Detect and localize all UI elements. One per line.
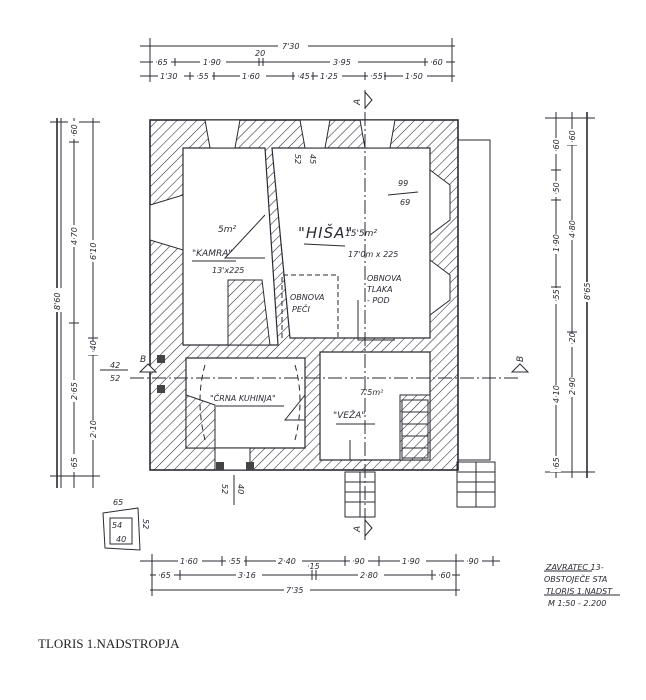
section-a-label-top: A xyxy=(353,99,363,106)
stamp-line: ZAVRATEC 13- xyxy=(545,563,604,572)
stamp-line: OBSTOJEČE STA xyxy=(544,573,607,584)
dim-label: 3·95 xyxy=(333,58,351,67)
note-b-40: 40 xyxy=(236,484,245,494)
dim-label: 1·90 xyxy=(402,557,420,566)
hisa-area: 15'5m² xyxy=(345,229,377,239)
dim-label: ·60 xyxy=(70,124,79,137)
detail-width: 65 xyxy=(113,498,123,507)
dim-label: 6'10 xyxy=(89,243,98,260)
obnova-tlaka-1: OBNOVA xyxy=(367,274,401,283)
veza-name: "VEŽA" xyxy=(333,409,365,421)
dim-label: ·55 xyxy=(552,289,561,302)
drawing-caption: TLORIS 1.NADSTROPJA xyxy=(38,636,180,651)
dim-label: 3·16 xyxy=(238,571,256,580)
dim-label: 2·40 xyxy=(278,557,296,566)
stamp-line: TLORIS 1.NADST xyxy=(546,587,613,596)
dim-label: ·55 xyxy=(196,72,209,81)
kamra-name: "KAMRA" xyxy=(192,249,233,259)
note-69: 69 xyxy=(400,198,410,207)
dim-label: ·20 xyxy=(568,332,577,345)
hisa-size: 17'0m x 225 xyxy=(348,250,398,259)
dim-label: ·60 xyxy=(568,130,577,143)
dim-label: ·65 xyxy=(155,58,168,67)
top-dimensions: 7'30 ·65 1·90 20 3·95 ·60 1'30 ·55 1·60 … xyxy=(140,38,455,82)
dim-label: ·55 xyxy=(228,557,241,566)
left-dimensions: 8'60 ·60 4·70 2·65 ·65 6'10 ·40 2·10 42 … xyxy=(50,118,128,488)
stamp-line: M 1:50 - 2.200 xyxy=(548,599,606,608)
dim-label: ·65 xyxy=(552,457,561,470)
dim-label: ·65 xyxy=(70,457,79,470)
dim-label: 1·90 xyxy=(552,234,561,252)
dim-label: 8'65 xyxy=(583,283,592,300)
window-height-top: 42 xyxy=(110,361,120,370)
dim-label: 4·10 xyxy=(552,385,561,403)
dim-label: ·40 xyxy=(89,340,98,353)
dim-label: 7'30 xyxy=(282,42,299,51)
window-detail: 65 52 54 40 xyxy=(102,498,150,551)
dim-label: 4·80 xyxy=(568,220,577,238)
dim-label: ·90 xyxy=(466,557,479,566)
right-dimensions: ·60 ·50 1·90 ·55 4·10 ·65 ·60 4·80 ·20 2… xyxy=(545,112,595,478)
section-a-label-bottom: A xyxy=(353,526,363,533)
dim-label: 8'60 xyxy=(53,293,62,310)
dim-label: ·65 xyxy=(158,571,171,580)
veza-area: 7'5m² xyxy=(360,388,384,397)
note-52: 52 xyxy=(293,154,302,164)
dim-label: ·50 xyxy=(552,182,561,195)
dim-label: 2·80 xyxy=(360,571,378,580)
building-walls xyxy=(149,119,491,471)
detail-inner-2: 40 xyxy=(116,535,126,544)
obnova-peci-1: OBNOVA xyxy=(290,293,324,302)
dim-label: ·60 xyxy=(430,58,443,67)
dim-label: ·90 xyxy=(352,557,365,566)
note-45: 45 xyxy=(308,154,317,164)
dim-label: 1·25 xyxy=(320,72,338,81)
room-labels: 5m² "KAMRA" 13'x225 "HIŠA" 15'5m² 17'0m … xyxy=(192,154,419,505)
dim-label: 7'35 xyxy=(286,586,303,595)
note-b-52: 52 xyxy=(220,484,229,494)
dim-label: ·15 xyxy=(307,562,320,571)
detail-inner-1: 54 xyxy=(112,521,122,530)
detail-height: 52 xyxy=(141,519,150,529)
kuhinja-name: "ČRNA KUHINJA" xyxy=(210,392,276,403)
title-stamp: ZAVRATEC 13- OBSTOJEČE STA TLORIS 1.NADS… xyxy=(544,563,620,608)
exterior-stairs xyxy=(344,461,496,518)
dim-label: ·60 xyxy=(552,139,561,152)
section-b-label-left: B xyxy=(140,355,146,365)
note-99: 99 xyxy=(398,179,408,188)
dim-label: 2·65 xyxy=(70,382,79,400)
dim-label: 1·60 xyxy=(242,72,260,81)
dim-label: 1'30 xyxy=(160,72,177,81)
window-height-bottom: 52 xyxy=(110,374,120,383)
dim-label: 1·90 xyxy=(203,58,221,67)
section-markers: A A B B xyxy=(130,90,530,540)
obnova-tlaka-3: - POD xyxy=(367,296,390,305)
dim-label: ·60 xyxy=(438,571,451,580)
kamra-size: 13'x225 xyxy=(212,266,244,275)
dim-label: 2·10 xyxy=(89,420,98,438)
kamra-area: 5m² xyxy=(218,225,236,235)
obnova-tlaka-2: TLAKA xyxy=(367,285,393,294)
dim-label: 2·90 xyxy=(568,377,577,395)
dim-label: ·55 xyxy=(370,72,383,81)
dim-label: 20 xyxy=(255,49,265,58)
bottom-dimensions: 1·60 ·55 2·40 ·90 1·90 ·90 ·65 3·16 ·15 … xyxy=(140,554,500,596)
dim-label: 1·50 xyxy=(405,72,423,81)
section-b-label-right: B xyxy=(516,356,526,362)
dim-label: ·45 xyxy=(297,72,310,81)
dim-label: 4·70 xyxy=(70,227,79,245)
dim-label: 1·60 xyxy=(180,557,198,566)
hisa-name: "HIŠA" xyxy=(298,223,353,242)
obnova-peci-2: PEČI xyxy=(292,303,310,314)
